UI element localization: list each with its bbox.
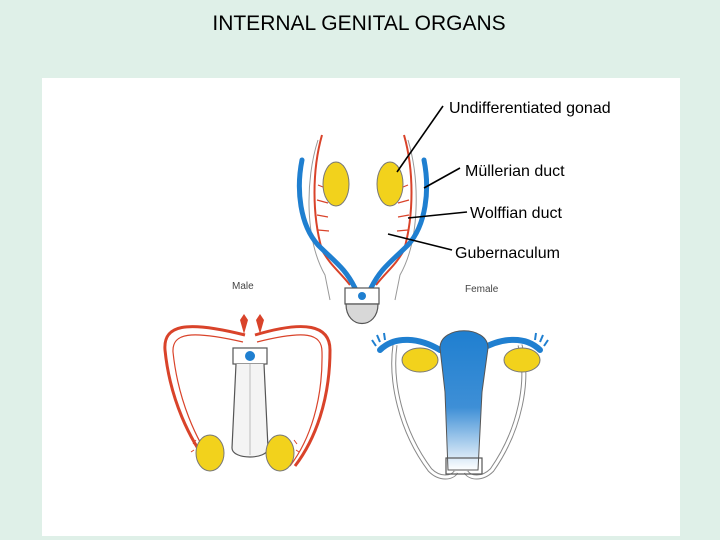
label-wolffian-duct: Wolffian duct: [470, 205, 562, 222]
ovary-left: [401, 347, 439, 373]
label-female: Female: [465, 284, 499, 295]
male-stage: [163, 314, 332, 472]
label-gubernaculum: Gubernaculum: [455, 245, 560, 262]
gonad-left: [322, 161, 350, 207]
testis-left: [195, 434, 225, 472]
leader-lines: [387, 105, 468, 251]
page-title: INTERNAL GENITAL ORGANS: [212, 12, 506, 35]
ovary-right: [503, 347, 541, 373]
female-stage: [371, 330, 549, 480]
label-male: Male: [232, 281, 254, 292]
testis-right: [265, 434, 295, 472]
indifferent-stage: [296, 134, 430, 325]
label-undifferentiated-gonad: Undifferentiated gonad: [449, 100, 611, 117]
gonad-right: [376, 161, 404, 207]
label-mullerian-duct: Müllerian duct: [465, 163, 565, 180]
